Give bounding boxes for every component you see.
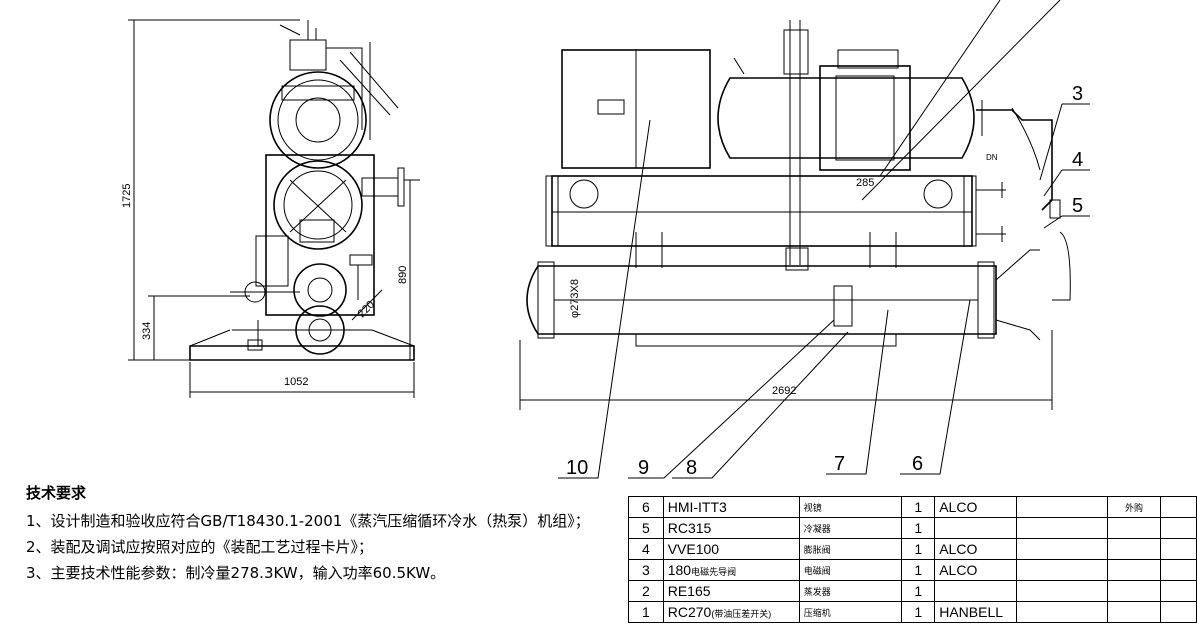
side-view: 1725 334 890 1052 220: [121, 19, 420, 398]
bom-qty: 1: [901, 601, 936, 623]
bom-model: 180: [667, 562, 692, 578]
bom-remark: [1106, 538, 1162, 560]
bom-no: 6: [628, 496, 664, 518]
bom-model-note: 电磁先导阀: [691, 567, 737, 577]
bom-model-cell: 180电磁先导阀: [662, 559, 800, 581]
dim-height-total: 1725: [121, 184, 133, 208]
callout-6: 6: [912, 453, 923, 475]
notes-title: 技术要求: [26, 484, 87, 502]
bom-table: 6 HMI-ITT3 视镜 1 ALCO 外购 5 RC315 冷凝器 1 4 …: [628, 496, 1197, 623]
bom-no: 2: [628, 580, 664, 602]
callout-3: 3: [1072, 83, 1083, 105]
table-row: 4 VVE100 膨胀阀 1 ALCO: [628, 538, 1197, 560]
dim-shell-dia: φ273X8: [569, 279, 581, 318]
table-row: 3 180电磁先导阀 电磁阀 1 ALCO: [628, 559, 1197, 581]
bom-model-cell: RC270(带油压差开关): [662, 601, 800, 623]
callout-8: 8: [686, 457, 697, 479]
technical-notes: 技术要求 1、设计制造和验收应符合GB/T18430.1-2001《蒸汽压缩循环…: [26, 480, 590, 586]
callout-5: 5: [1072, 195, 1083, 217]
bom-name: 视镜: [798, 496, 903, 518]
bom-no: 3: [628, 559, 664, 581]
bom-name: 蒸发器: [798, 580, 903, 602]
note-item-2: 2、装配及调试应按照对应的《装配工艺过程卡片》；: [26, 538, 374, 556]
note-item-1: 1、设计制造和验收应符合GB/T18430.1-2001《蒸汽压缩循环冷水（热泵…: [26, 512, 590, 530]
bom-maker: ALCO: [934, 559, 1018, 581]
bom-qty: 1: [901, 559, 936, 581]
bom-model: VVE100: [662, 538, 800, 560]
dim-height-mid: 890: [397, 266, 409, 284]
table-row: 2 RE165 蒸发器 1: [628, 580, 1197, 602]
bom-maker: ALCO: [934, 496, 1018, 518]
callout-labels: 10 9 8 7 6 3 4 5: [566, 83, 1083, 479]
bom-maker: HANBELL: [934, 601, 1018, 623]
bom-qty: 1: [901, 496, 936, 518]
bom-no: 5: [628, 517, 664, 539]
callout-7: 7: [834, 453, 845, 475]
bom-model: RC315: [662, 517, 800, 539]
callout-4: 4: [1072, 149, 1083, 171]
bom-remark: 外购: [1106, 496, 1162, 518]
bom-qty: 1: [901, 538, 936, 560]
bom-no: 4: [628, 538, 664, 560]
note-item-3: 3、主要技术性能参数：制冷量278.3KW，输入功率60.5KW。: [26, 564, 446, 582]
dim-height-base: 334: [141, 322, 153, 340]
callout-10: 10: [566, 457, 588, 479]
bom-maker: ALCO: [934, 538, 1018, 560]
table-row: 1 RC270(带油压差开关) 压缩机 1 HANBELL: [628, 601, 1197, 623]
bom-maker: [934, 580, 1018, 602]
bom-model-note: (带油压差开关): [711, 609, 772, 619]
bom-remark: [1106, 580, 1162, 602]
front-view: 285 DN φ273X8 2692: [519, 0, 1090, 479]
bom-name: 膨胀阀: [798, 538, 903, 560]
table-row: 6 HMI-ITT3 视镜 1 ALCO 外购: [628, 496, 1197, 518]
bom-qty: 1: [901, 517, 936, 539]
dim-pipe-small: 285: [856, 177, 874, 189]
bom-model: RC270: [667, 604, 712, 620]
bom-model: RE165: [662, 580, 800, 602]
bom-name: 压缩机: [798, 601, 903, 623]
bom-model: HMI-ITT3: [662, 496, 800, 518]
bom-no: 1: [628, 601, 664, 623]
bom-name: 电磁阀: [798, 559, 903, 581]
callout-9: 9: [638, 457, 649, 479]
bom-qty: 1: [901, 580, 936, 602]
bom-maker: [934, 517, 1018, 539]
dim-pipe-dn: DN: [986, 153, 998, 162]
bom-remark: [1106, 517, 1162, 539]
table-row: 5 RC315 冷凝器 1: [628, 517, 1197, 539]
bom-name: 冷凝器: [798, 517, 903, 539]
bom-remark: [1106, 559, 1162, 581]
bom-remark: [1106, 601, 1162, 623]
dim-width-side: 1052: [284, 376, 308, 388]
